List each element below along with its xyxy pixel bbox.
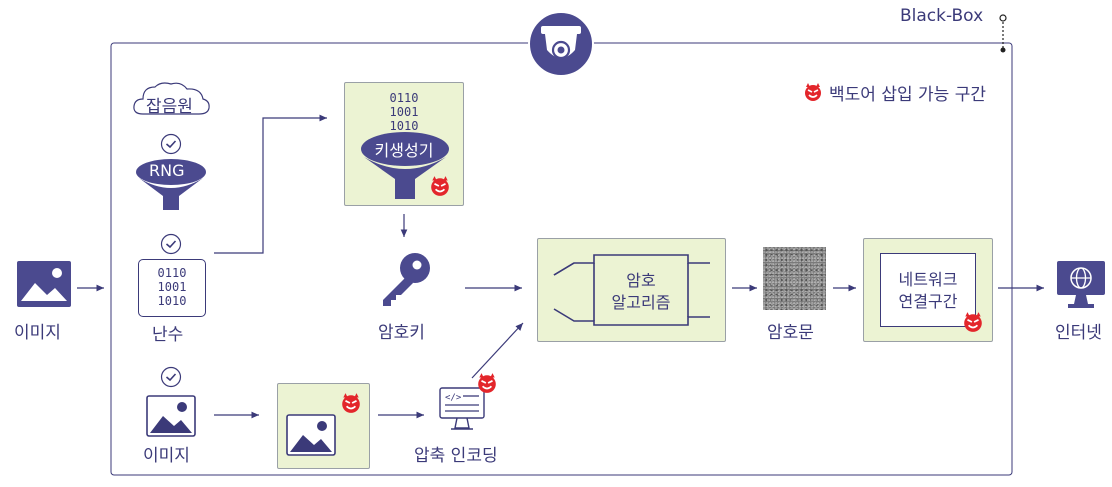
binary-line: 1001 xyxy=(389,105,419,119)
key-generator-label: 키생성기 xyxy=(374,141,434,160)
image-lower-label: 이미지 xyxy=(143,446,190,466)
noise-source-label: 잡음원 xyxy=(146,97,193,117)
code-monitor-icon: </> xyxy=(439,384,491,440)
devil-icon xyxy=(478,373,496,393)
ciphertext-noise-image xyxy=(763,247,826,310)
legend-text: 백도어 삽입 가능 구간 xyxy=(829,85,986,105)
random-number-document: 0110 1001 1010 xyxy=(138,259,206,317)
cloud-icon xyxy=(131,80,211,120)
check-icon xyxy=(160,366,182,392)
rng-label: RNG xyxy=(149,161,185,180)
check-icon xyxy=(160,233,182,259)
network-label-line2: 연결구간 xyxy=(898,292,958,311)
compressed-image-panel xyxy=(277,383,370,469)
svg-text:</>: </> xyxy=(445,393,462,403)
crypto-key-label: 암호키 xyxy=(378,323,425,343)
cctv-camera-icon xyxy=(527,10,595,82)
crypto-algorithm-label-line1: 암호 xyxy=(626,271,656,290)
devil-icon xyxy=(803,82,823,106)
crypto-algorithm-panel: 암호 알고리즘 xyxy=(537,238,726,342)
binary-line: 0110 xyxy=(157,266,187,280)
binary-line: 1010 xyxy=(157,294,187,308)
image-lower-icon xyxy=(146,395,196,441)
binary-line: 0110 xyxy=(389,91,419,105)
key-icon xyxy=(377,250,433,312)
funnel-icon xyxy=(361,132,449,199)
internet-monitor-icon xyxy=(1056,260,1106,314)
network-inner-box xyxy=(880,253,976,327)
check-icon xyxy=(160,133,182,159)
binary-line: 1001 xyxy=(157,280,187,294)
devil-icon xyxy=(964,312,982,332)
arrow-random-to-keygen xyxy=(214,114,327,254)
devil-icon xyxy=(342,393,360,413)
network-label-line1: 네트워크 xyxy=(898,270,958,289)
key-generator-panel: 0110 1001 1010 키생성기 xyxy=(344,82,464,206)
network-panel: 네트워크 연결구간 xyxy=(863,238,993,342)
image-icon xyxy=(286,414,336,456)
algorithm-frame xyxy=(553,254,710,326)
image-input-label: 이미지 xyxy=(14,323,61,343)
rng-funnel-icon xyxy=(135,158,207,216)
legend: 백도어 삽입 가능 구간 xyxy=(803,80,1013,106)
black-box-title: Black-Box xyxy=(900,6,984,26)
crypto-algorithm-label-line2: 알고리즘 xyxy=(611,293,671,312)
arrow-encoding-to-algorithm xyxy=(471,322,524,379)
random-number-label: 난수 xyxy=(152,325,184,345)
compression-encoding-label: 압축 인코딩 xyxy=(414,446,498,466)
internet-label: 인터넷 xyxy=(1055,323,1102,343)
binary-line: 1010 xyxy=(389,119,419,133)
ciphertext-label: 암호문 xyxy=(767,323,814,343)
devil-icon xyxy=(431,176,449,196)
image-input-icon xyxy=(17,261,71,311)
